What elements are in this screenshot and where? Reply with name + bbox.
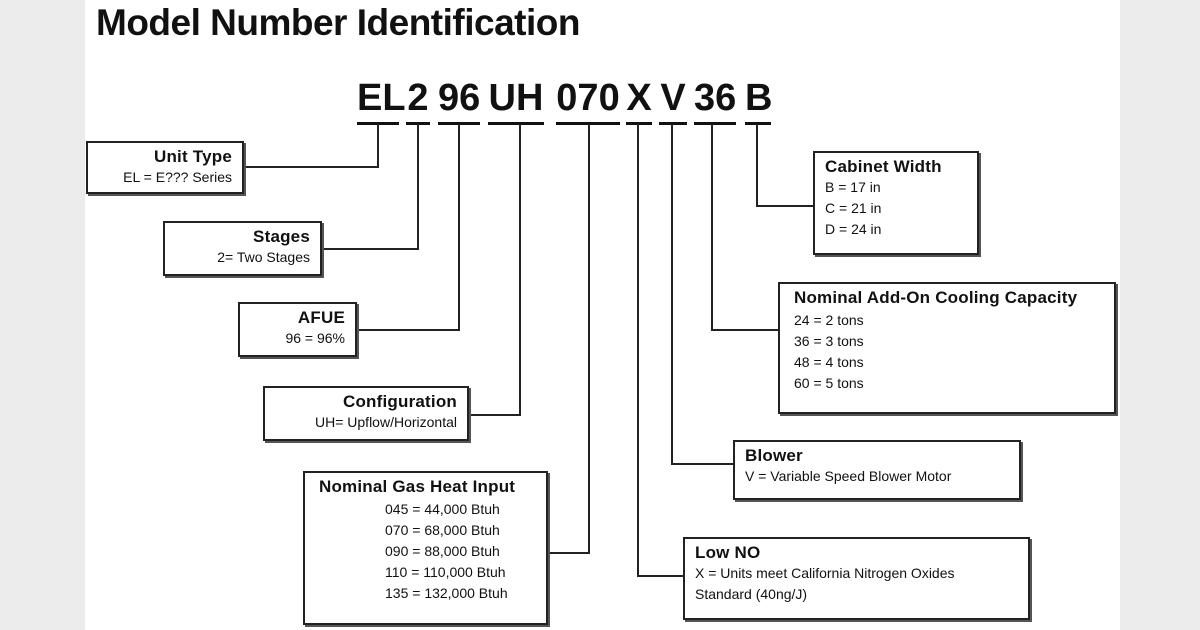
cabinet-width-line-b: B = 17 in [825,179,881,195]
gas-heat-line-045: 045 = 44,000 Btuh [385,501,500,517]
low-no-line-1: X = Units meet California Nitrogen Oxide… [695,565,955,581]
connector-blower [671,124,734,465]
low-no-heading: Low NO [695,543,761,562]
box-configuration: Configuration UH= Upflow/Horizontal [263,386,469,441]
cabinet-width-line-c: C = 21 in [825,200,882,216]
low-no-line-2: Standard (40ng/J) [695,586,808,602]
box-gas-heat: Nominal Gas Heat Input 045 = 44,000 Btuh… [303,471,548,625]
afue-line: 96 = 96% [285,330,345,346]
box-low-no: Low NO X = Units meet California Nitroge… [683,537,1030,620]
gas-heat-line-135: 135 = 132,000 Btuh [385,585,508,601]
segment-configuration: UH [488,78,544,125]
box-stages: Stages 2= Two Stages [163,221,322,276]
blower-line: V = Variable Speed Blower Motor [745,468,952,484]
stages-line: 2= Two Stages [217,249,310,265]
gas-heat-heading: Nominal Gas Heat Input [319,477,516,496]
box-afue: AFUE 96 = 96% [238,302,357,357]
cooling-line-60: 60 = 5 tons [794,375,864,391]
connector-cooling [711,124,778,331]
box-unit-type: Unit Type EL = E??? Series [86,141,244,194]
connector-gas-heat [547,124,590,554]
page-title: Model Number Identification [96,2,580,43]
connector-stages [321,124,419,250]
segment-stages: 2 [406,78,430,125]
blower-heading: Blower [745,446,803,465]
cooling-line-48: 48 = 4 tons [794,354,864,370]
box-blower: Blower V = Variable Speed Blower Motor [733,440,1021,500]
connector-low-no [637,124,684,577]
segment-gas-heat: 070 [556,78,620,125]
cooling-heading: Nominal Add-On Cooling Capacity [794,288,1078,307]
segment-afue: 96 [438,78,480,125]
connector-configuration [468,124,521,416]
configuration-heading: Configuration [342,392,457,411]
afue-heading: AFUE [297,308,345,327]
stages-heading: Stages [253,227,310,246]
configuration-line: UH= Upflow/Horizontal [315,414,457,430]
segment-cooling: 36 [694,78,736,125]
cooling-line-24: 24 = 2 tons [794,312,864,328]
connector-afue [356,124,460,331]
segment-cabinet-width: B [745,78,772,125]
gas-heat-line-090: 090 = 88,000 Btuh [385,543,500,559]
box-cabinet-width: Cabinet Width B = 17 in C = 21 in D = 24… [813,151,979,255]
segment-blower: V [659,78,687,125]
cabinet-width-heading: Cabinet Width [825,157,942,176]
segment-unit-type: EL [357,78,406,125]
connector-unit-type [243,124,379,168]
unit-type-line: EL = E??? Series [123,169,232,185]
box-cooling: Nominal Add-On Cooling Capacity 24 = 2 t… [778,282,1116,414]
gas-heat-line-070: 070 = 68,000 Btuh [385,522,500,538]
segment-low-no: X [626,78,652,125]
connector-cabinet-width [756,124,814,207]
gas-heat-line-110: 110 = 110,000 Btuh [385,564,506,580]
unit-type-heading: Unit Type [154,147,232,166]
cabinet-width-line-d: D = 24 in [825,221,882,237]
cooling-line-36: 36 = 3 tons [794,333,864,349]
